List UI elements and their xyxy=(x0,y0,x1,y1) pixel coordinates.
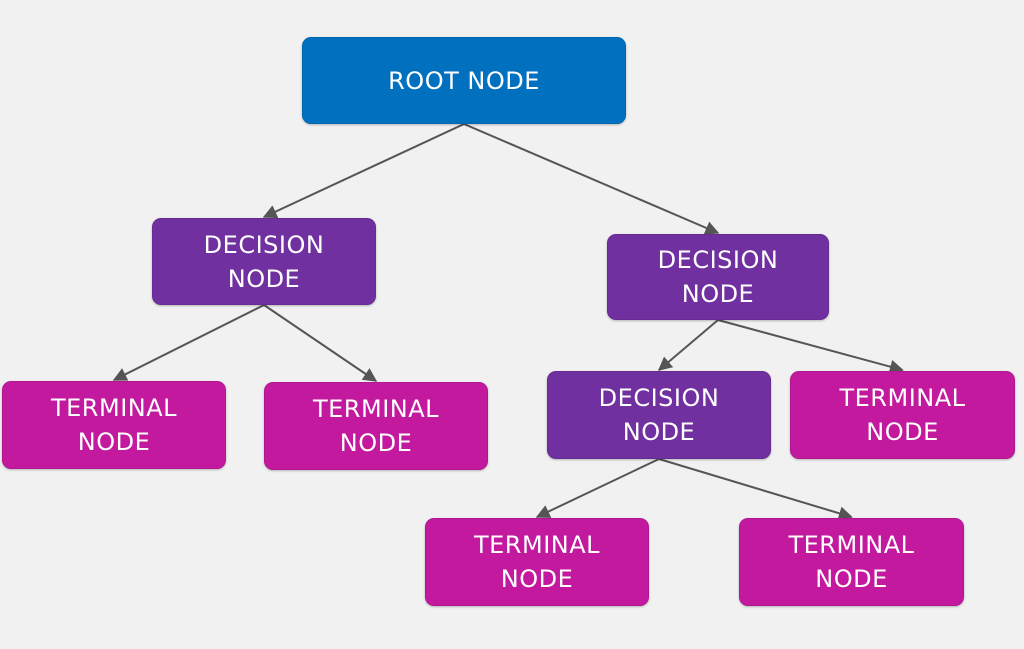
terminal-node-2: TERMINAL NODE xyxy=(264,382,488,470)
terminal-node-5: TERMINAL NODE xyxy=(739,518,964,606)
edge-decision_lower-to-terminal_4 xyxy=(535,458,660,518)
terminal-node-3: TERMINAL NODE xyxy=(790,371,1015,459)
terminal-node-4: TERMINAL NODE xyxy=(425,518,649,606)
edge-decision_left-to-terminal_2 xyxy=(263,304,378,382)
terminal-node-label: TERMINAL NODE xyxy=(473,531,601,593)
decision-node-label: DECISION NODE xyxy=(657,246,779,308)
terminal-node-label: TERMINAL NODE xyxy=(839,384,966,446)
edge-decision_right-to-decision_lower xyxy=(657,319,719,371)
terminal-node-label: TERMINAL NODE xyxy=(50,394,178,456)
root-node-label: ROOT NODE xyxy=(388,66,540,95)
decision-node-lower: DECISION NODE xyxy=(547,371,771,459)
decision-node-label: DECISION NODE xyxy=(203,230,325,293)
edge-root-to-decision_left xyxy=(262,123,465,219)
decision-node-right: DECISION NODE xyxy=(607,234,829,320)
root-node: ROOT NODE xyxy=(302,37,626,124)
edge-root-to-decision_right xyxy=(463,123,720,235)
terminal-node-1: TERMINAL NODE xyxy=(2,381,226,469)
terminal-node-label: TERMINAL NODE xyxy=(312,395,440,457)
edge-decision_lower-to-terminal_5 xyxy=(658,458,853,521)
edge-decision_right-to-terminal_3 xyxy=(717,319,904,374)
edge-decision_left-to-terminal_1 xyxy=(112,304,265,381)
terminal-node-label: TERMINAL NODE xyxy=(788,531,915,593)
decision-node-label: DECISION NODE xyxy=(598,384,720,446)
decision-node-left: DECISION NODE xyxy=(152,218,376,305)
